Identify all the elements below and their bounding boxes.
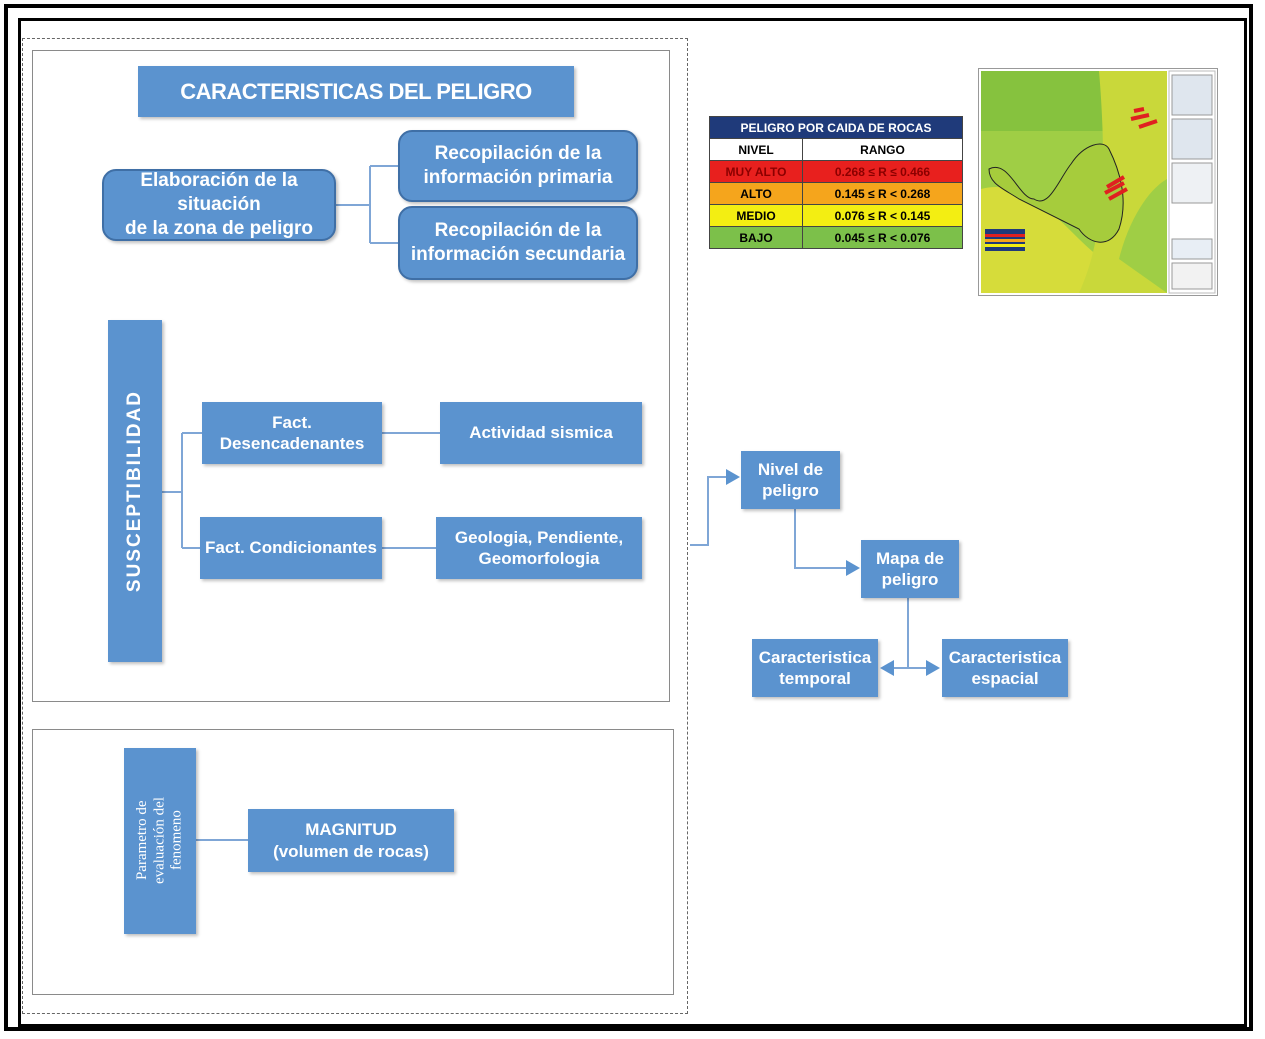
- actividad-sismica-box: Actividad sismica: [440, 402, 642, 464]
- susceptibilidad-label: SUSCEPTIBILIDAD: [124, 389, 146, 593]
- hazard-legend-table: PELIGRO POR CAIDA DE ROCAS NIVEL RANGO M…: [709, 116, 963, 249]
- title-box: CARACTERISTICAS DEL PELIGRO: [138, 66, 574, 117]
- inner-frame: [18, 18, 1247, 1027]
- caracteristica-espacial-box: Caracteristica espacial: [942, 639, 1068, 697]
- hazard-map-thumbnail: [978, 68, 1218, 296]
- legend-row-bajo-nivel: BAJO: [709, 226, 803, 249]
- legend-row-medio-nivel: MEDIO: [709, 204, 803, 227]
- outer-frame: [4, 4, 1253, 1031]
- legend-title: PELIGRO POR CAIDA DE ROCAS: [709, 116, 963, 139]
- mapa-peligro-box: Mapa de peligro: [861, 540, 959, 598]
- legend-row-medio-rango: 0.076 ≤ R < 0.145: [802, 204, 963, 227]
- dotted-frame: [22, 38, 688, 1014]
- hazard-map-image: [981, 70, 1216, 294]
- magnitud-box: MAGNITUD (volumen de rocas): [248, 809, 454, 872]
- fact-desencadenantes-box: Fact. Desencadenantes: [202, 402, 382, 464]
- elaboracion-box: Elaboración de la situación de la zona d…: [102, 169, 336, 241]
- legend-row-muy-alto-nivel: MUY ALTO: [709, 160, 803, 183]
- legend-row-bajo-rango: 0.045 ≤ R < 0.076: [802, 226, 963, 249]
- nivel-peligro-box: Nivel de peligro: [741, 451, 840, 509]
- parametro-box: Parametro de evaluación del fenomeno: [124, 748, 196, 934]
- caracteristica-temporal-box: Caracteristica temporal: [752, 639, 878, 697]
- legend-col-nivel: NIVEL: [709, 138, 803, 161]
- legend-col-rango: RANGO: [802, 138, 963, 161]
- parametro-label: Parametro de evaluación del fenomeno: [134, 797, 185, 885]
- legend-row-muy-alto-rango: 0.268 ≤ R ≤ 0.466: [802, 160, 963, 183]
- fact-condicionantes-box: Fact. Condicionantes: [200, 517, 382, 579]
- geologia-box: Geologia, Pendiente, Geomorfologia: [436, 517, 642, 579]
- susceptibilidad-box: SUSCEPTIBILIDAD: [108, 320, 162, 662]
- legend-row-alto-rango: 0.145 ≤ R < 0.268: [802, 182, 963, 205]
- info-primaria-box: Recopilación de la información primaria: [398, 130, 638, 202]
- info-secundaria-box: Recopilación de la información secundari…: [398, 206, 638, 280]
- legend-row-alto-nivel: ALTO: [709, 182, 803, 205]
